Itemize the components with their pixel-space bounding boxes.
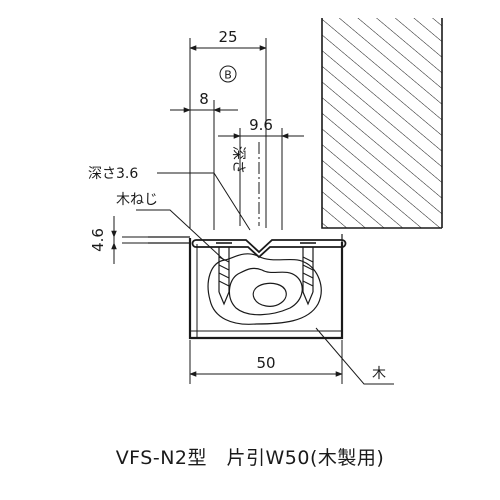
mark-b: B (219, 65, 237, 83)
dim-25-text: 25 (218, 28, 237, 46)
metal-track (191, 239, 347, 259)
leader-depth: 深さ3.6 (88, 166, 251, 231)
dim-50-text: 50 (256, 354, 275, 372)
dim-width-25: 25 (189, 28, 267, 228)
depth-vertical-text: 深さ (230, 146, 246, 174)
dim-groove-9-6: 9.6 (218, 116, 304, 230)
floor-lines (122, 234, 343, 244)
wood-text: 木 (372, 366, 386, 382)
dim-thickness-4-6: 4.6 (89, 216, 117, 264)
dim-9-6-text: 9.6 (249, 116, 273, 134)
dim-4-6-text: 4.6 (89, 228, 107, 252)
screw-right (300, 242, 316, 306)
depth-value-text: 深さ3.6 (88, 166, 138, 182)
dim-8-text: 8 (199, 90, 209, 108)
wood-screw-text: 木ねじ (116, 192, 158, 208)
caption-title: VFS-N2型 片引W50(木製用) (116, 447, 385, 469)
dim-offset-8: 8 (170, 90, 238, 230)
leader-screw: 木ねじ (116, 192, 225, 261)
leader-wood: 木 (315, 327, 394, 385)
wall-section (321, 18, 443, 229)
dim-bottom-50: 50 (189, 340, 343, 384)
depth-indicator: 深さ (230, 142, 260, 226)
wood-block (188, 238, 344, 340)
mark-b-text: B (224, 69, 232, 82)
